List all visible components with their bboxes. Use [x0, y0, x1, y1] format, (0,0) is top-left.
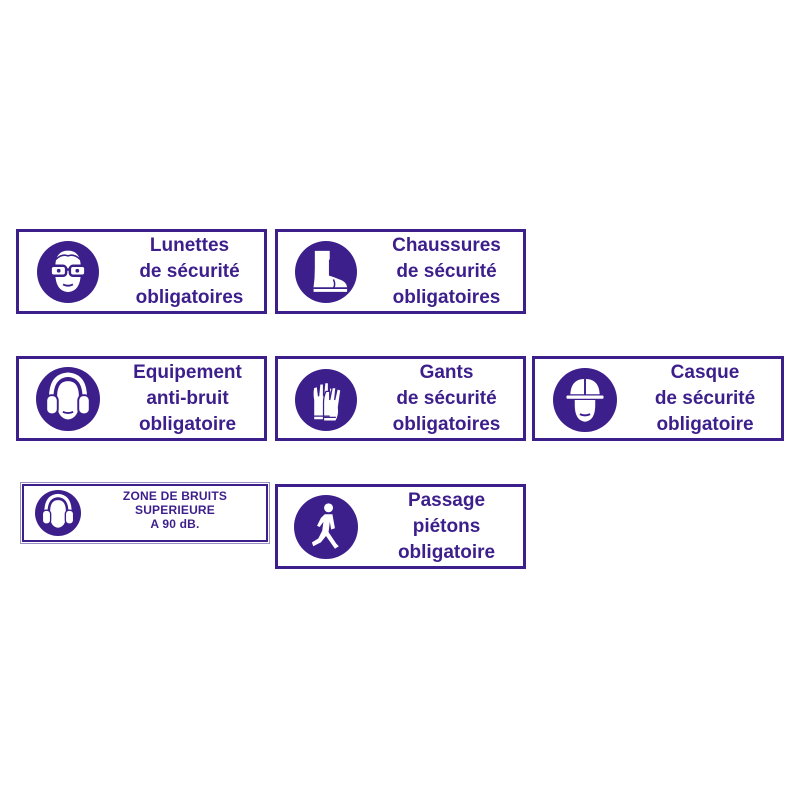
ear-protection-icon: [36, 367, 100, 431]
sign-pedestrian-passage: Passage piétons obligatoire: [275, 484, 526, 569]
sign-text-line: obligatoire: [397, 541, 496, 563]
hard-hat-icon: [553, 368, 617, 432]
sign-text-line: Gants: [419, 361, 474, 383]
sign-text: Lunettes de sécurité obligatoires: [115, 232, 264, 311]
sign-text-line: A 90 dB.: [150, 517, 200, 531]
sign-text-line: anti-bruit: [146, 387, 229, 409]
sign-text-line: de sécurité: [396, 387, 497, 409]
sign-safety-boots: Chaussures de sécurité obligatoires: [275, 229, 526, 314]
sign-text-line: obligatoire: [656, 413, 754, 435]
sign-text-line: Lunettes: [149, 234, 230, 256]
sign-text-line: Chaussures: [392, 234, 501, 256]
sign-text: ZONE DE BRUITS SUPERIEURE A 90 dB.: [94, 486, 256, 534]
sign-text-line: ZONE DE BRUITS: [122, 489, 228, 503]
safety-boot-icon: [295, 241, 357, 303]
sign-text-line: Passage: [407, 489, 486, 511]
sign-text-line: SUPERIEURE: [134, 503, 216, 517]
safety-gloves-icon: [295, 369, 357, 431]
sign-text: Gants de sécurité obligatoires: [370, 359, 523, 438]
ear-protection-icon: [35, 490, 81, 536]
sign-safety-glasses: Lunettes de sécurité obligatoires: [16, 229, 267, 314]
sign-text: Equipement anti-bruit obligatoire: [111, 359, 264, 438]
sign-text-line: Equipement: [133, 361, 242, 383]
sign-text: Casque de sécurité obligatoire: [629, 359, 781, 438]
sign-hard-hat: Casque de sécurité obligatoire: [532, 356, 784, 441]
safety-glasses-icon: [37, 241, 99, 303]
sign-text-line: Casque: [670, 361, 740, 383]
sign-text-line: de sécurité: [139, 260, 240, 282]
sign-text: Chaussures de sécurité obligatoires: [370, 232, 523, 311]
sign-text-line: de sécurité: [396, 260, 497, 282]
sign-text-line: obligatoires: [392, 413, 501, 435]
pedestrian-icon: [294, 495, 358, 559]
sign-text-line: obligatoires: [392, 286, 501, 308]
sign-text-line: obligatoires: [135, 286, 244, 308]
sign-text-line: obligatoire: [138, 413, 237, 435]
sign-noise-zone: ZONE DE BRUITS SUPERIEURE A 90 dB.: [20, 482, 270, 544]
sign-text-line: piétons: [412, 515, 481, 537]
sign-ear-protection: Equipement anti-bruit obligatoire: [16, 356, 267, 441]
sign-text: Passage piétons obligatoire: [370, 487, 523, 566]
sign-safety-gloves: Gants de sécurité obligatoires: [275, 356, 526, 441]
sign-text-line: de sécurité: [654, 387, 756, 409]
